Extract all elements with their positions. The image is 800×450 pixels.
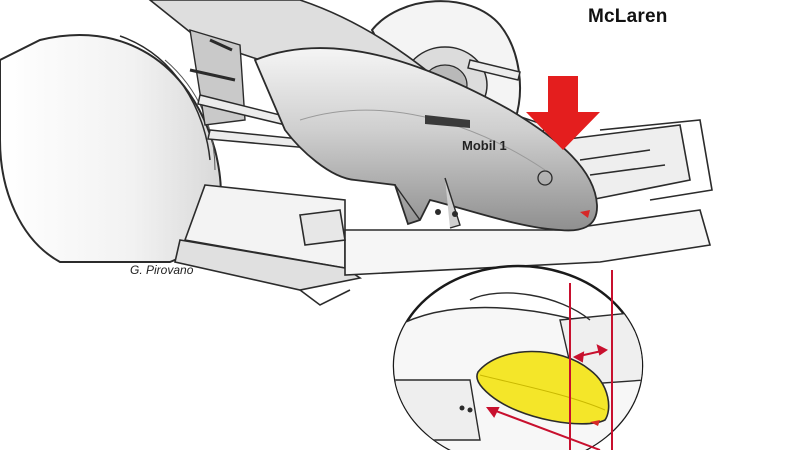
down-arrow-icon [526,76,600,150]
nose-cone: Mobil 1 [253,47,598,232]
highlighted-nose-tip [476,350,610,425]
nose-detail-inset [392,264,644,450]
team-name-label: McLaren [588,6,668,27]
sponsor-text: Mobil 1 [462,138,507,153]
artist-credit-label: G. Pirovano [130,263,194,277]
measurement-lines [486,270,613,450]
left-front-tyre [0,33,222,263]
